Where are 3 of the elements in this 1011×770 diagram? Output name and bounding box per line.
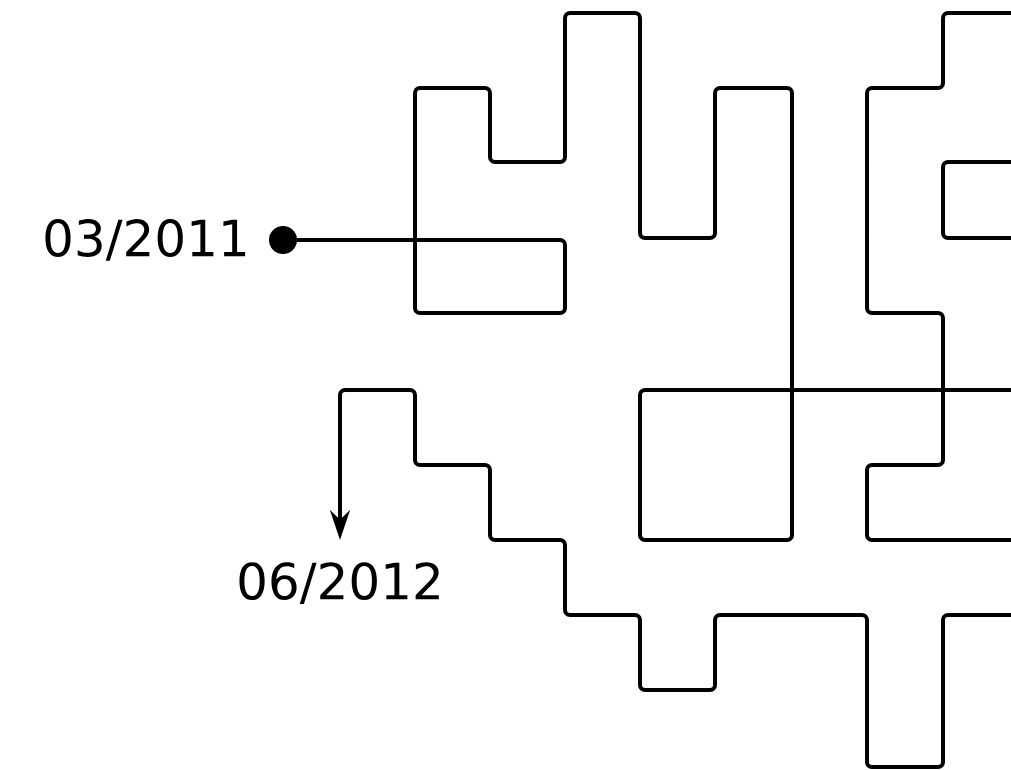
date-label: 03/2011 — [45, 219, 246, 261]
timeline-path — [269, 11, 1011, 769]
date-label: 06/2012 — [239, 562, 439, 604]
